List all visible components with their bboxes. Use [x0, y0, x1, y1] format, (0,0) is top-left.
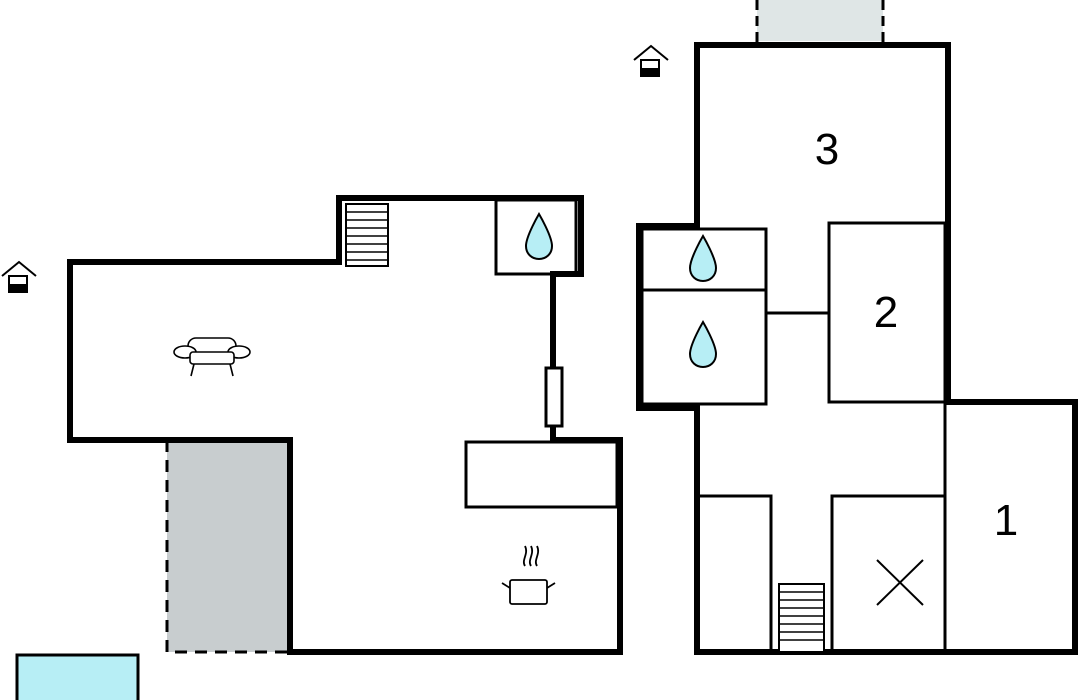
terrace-dashed-edge [165, 440, 290, 654]
skylight [757, 0, 883, 41]
left-building-walls [67, 195, 623, 655]
entrance-icon [633, 44, 669, 77]
stairs-icon [345, 203, 389, 267]
right-bathroom-lower [640, 288, 768, 406]
left-bathroom [494, 198, 578, 276]
stairs-icon [778, 583, 825, 653]
room-label-2: 2 [874, 288, 898, 337]
water-drop-icon [524, 212, 554, 261]
kitchen-counter [464, 440, 619, 509]
right-building-walls [636, 42, 1078, 655]
water-drop-icon [688, 320, 718, 369]
skylight-dashed-edge [755, 0, 885, 42]
terrace [167, 440, 290, 652]
bed-cross-icon [876, 559, 924, 606]
pool [15, 653, 140, 700]
cooking-pot-icon [501, 545, 556, 605]
window [544, 366, 564, 428]
sofa-icon [173, 337, 251, 377]
water-drop-icon [688, 234, 718, 283]
entrance-icon [1, 260, 37, 293]
lower-bedroom [830, 494, 945, 652]
room-label-1: 1 [994, 496, 1018, 545]
lower-left-room [700, 494, 773, 652]
room-label-3: 3 [815, 125, 839, 174]
